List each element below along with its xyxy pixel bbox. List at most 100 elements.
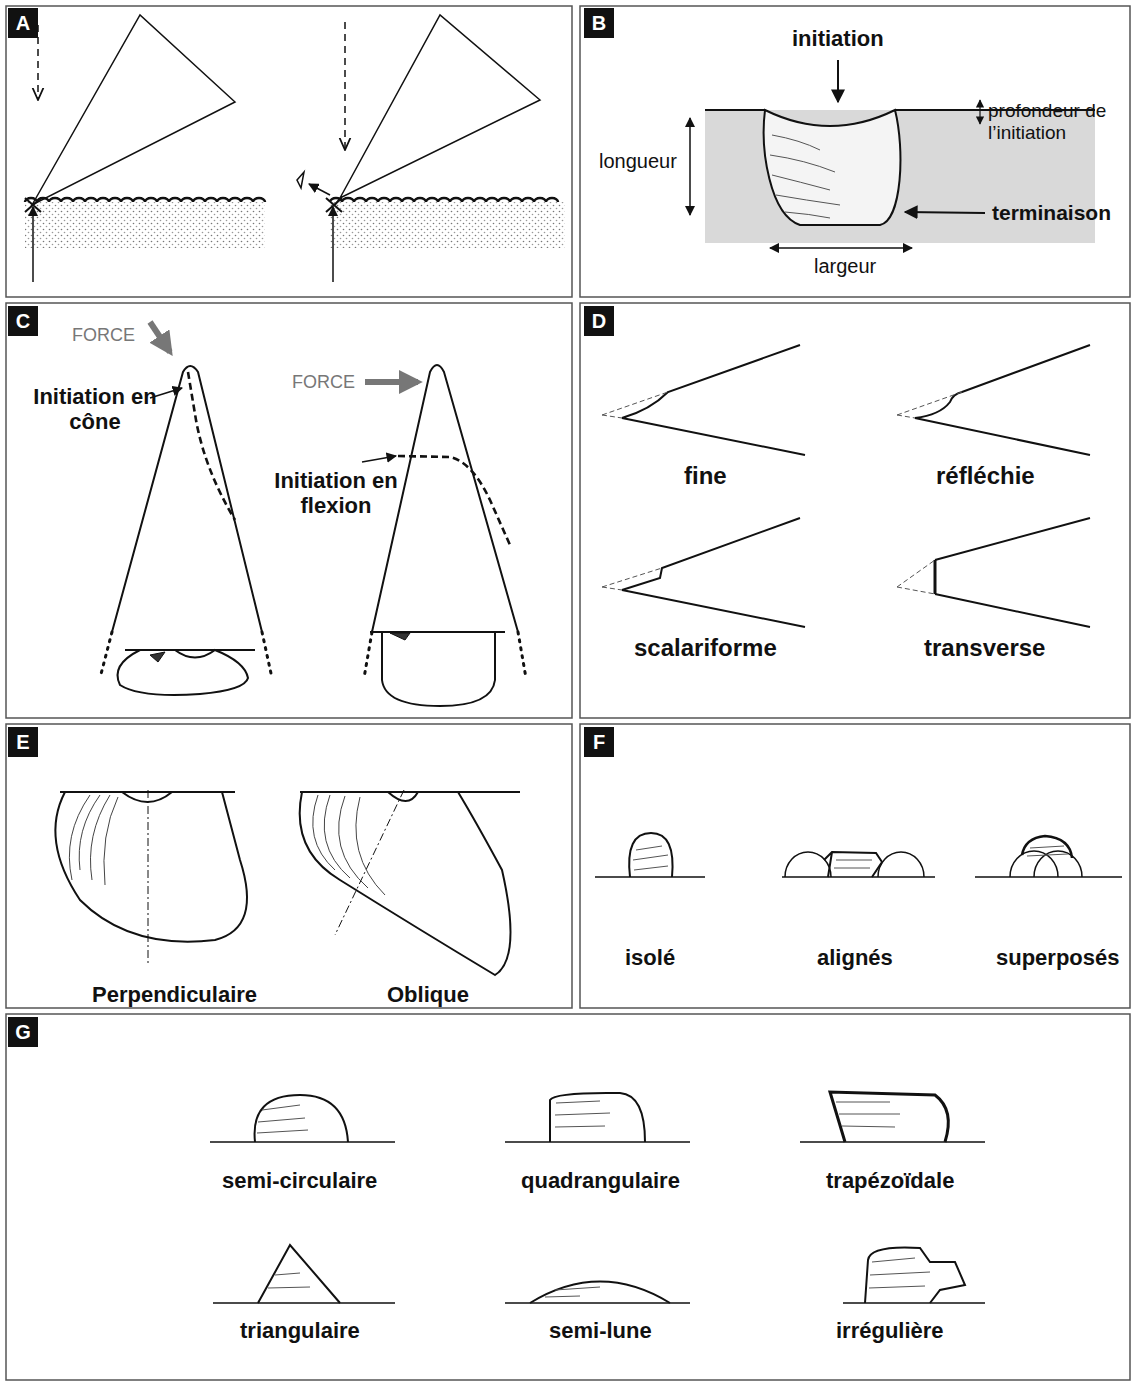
drawing-stroke [897, 392, 962, 418]
drawing-stroke [313, 795, 335, 870]
panel-letter-text: G [15, 1021, 31, 1044]
drawing-stroke [837, 60, 839, 102]
drawing-stroke [210, 1141, 985, 1143]
drawing-stroke [770, 247, 912, 249]
panel-letter: D [584, 306, 614, 336]
drawing-stroke [100, 322, 526, 706]
drawing-stroke [6, 6, 572, 297]
drawing-stroke [213, 1302, 985, 1304]
drawing-stroke [865, 1248, 965, 1304]
drawing-stroke [340, 15, 540, 198]
drawing-stroke [580, 303, 1130, 718]
annotation-label: FORCE [292, 372, 355, 393]
drawing-stroke [595, 876, 1122, 878]
drawing-stroke [530, 1282, 670, 1304]
drawing-stroke [580, 724, 1130, 1008]
type-label: isolé [625, 945, 675, 970]
drawing-stroke [297, 172, 304, 188]
drawing-stroke [772, 135, 820, 150]
drawing-stroke [69, 795, 90, 880]
drawing-stroke [332, 207, 334, 282]
drawing-stroke [79, 795, 100, 870]
drawing-stroke [839, 1114, 900, 1115]
drawing-stroke [785, 852, 831, 877]
drawing-stroke [1027, 854, 1068, 856]
drawing-stroke [330, 198, 558, 202]
drawing-stroke [55, 792, 247, 942]
drawing-stroke [268, 1287, 310, 1288]
drawing-stroke [915, 345, 1090, 455]
type-label: triangulaire [240, 1318, 360, 1343]
annotation-label: FORCE [72, 325, 135, 346]
drawing-stroke [633, 855, 668, 860]
drawing-stroke [555, 1126, 605, 1127]
drawing-stroke [55, 790, 520, 975]
type-label: scalariforme [634, 634, 777, 662]
drawing-stroke [633, 846, 668, 870]
drawing-stroke [622, 518, 805, 627]
drawing-stroke [869, 1286, 925, 1288]
type-label: réfléchie [936, 462, 1035, 490]
panel-letter-text: A [16, 12, 30, 35]
type-label: alignés [817, 945, 893, 970]
drawing-stroke [979, 100, 980, 124]
drawing-stroke [210, 1092, 985, 1303]
type-label: superposés [996, 945, 1120, 970]
drawing-stroke [842, 1126, 895, 1127]
drawing-stroke [897, 560, 935, 594]
drawing-stroke [770, 155, 835, 172]
drawing-stroke [150, 652, 165, 662]
drawing-stroke [25, 202, 265, 248]
panel-letter-text: B [592, 12, 606, 35]
drawing-stroke [339, 796, 368, 888]
drawing-stroke [834, 860, 872, 868]
type-label: quadrangulaire [521, 1168, 680, 1193]
drawing-stroke [32, 15, 235, 205]
drawing-stroke [25, 15, 565, 282]
drawing-stroke [772, 175, 830, 190]
drawing-stroke [595, 833, 1122, 877]
annotation-label: terminaison [992, 201, 1111, 225]
drawing-stroke [258, 1245, 340, 1303]
drawing-stroke [1030, 846, 1064, 848]
annotation-label: Initiation en flexion [270, 468, 402, 519]
drawing-stroke [602, 568, 662, 590]
drawing-stroke [872, 1258, 915, 1262]
drawing-stroke [545, 1296, 580, 1297]
type-label: transverse [924, 634, 1045, 662]
drawing-stroke [118, 650, 249, 695]
drawing-stroke [824, 852, 882, 877]
drawing-stroke [25, 198, 265, 202]
drawing-stroke [364, 632, 526, 678]
drawing-stroke [6, 303, 572, 718]
panel-letter-text: E [16, 731, 29, 754]
drawing-stroke [634, 866, 668, 870]
drawing-stroke [836, 860, 872, 861]
drawing-stroke [257, 1130, 308, 1133]
drawing-stroke [300, 792, 511, 975]
drawing-stroke [776, 195, 840, 205]
drawing-stroke [770, 135, 840, 218]
drawing-stroke [309, 184, 330, 195]
panel-letter-text: D [592, 310, 606, 333]
drawing-stroke [550, 1093, 645, 1142]
drawing-stroke [935, 518, 1090, 627]
panel-letter: C [8, 306, 38, 336]
drawing-stroke [398, 456, 510, 545]
type-label: irrégulière [836, 1318, 944, 1343]
drawing-stroke [344, 22, 346, 150]
annotation-label: initiation [792, 26, 884, 51]
drawing-stroke [69, 795, 118, 885]
drawing-stroke [556, 1101, 600, 1103]
drawing-stroke [636, 846, 662, 850]
drawing-stroke [330, 202, 565, 248]
drawing-stroke [934, 560, 937, 594]
panel-letter: B [584, 8, 614, 38]
drawing-stroke [6, 1014, 1130, 1380]
drawing-stroke [390, 633, 410, 640]
drawing-stroke [629, 833, 672, 877]
drawing-stroke [313, 795, 385, 895]
drawing-stroke [258, 1118, 305, 1122]
drawing-stroke [148, 790, 149, 965]
